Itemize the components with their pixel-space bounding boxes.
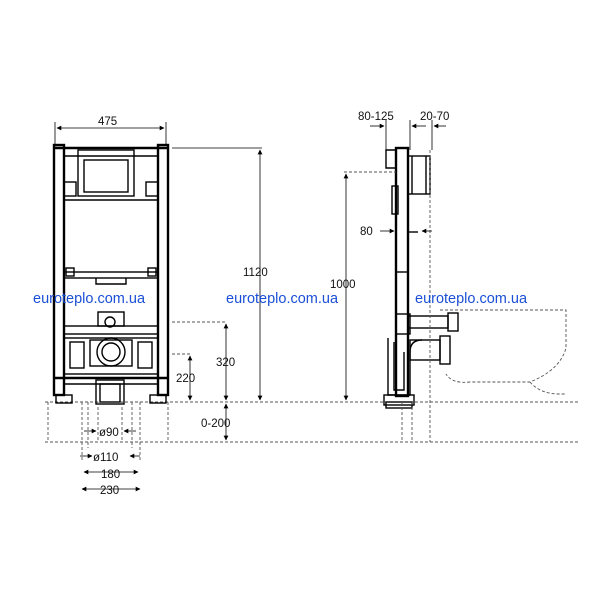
dim-floor-range: 0-200 <box>201 418 230 430</box>
side-view-frame <box>370 120 459 409</box>
dim-width-180: 180 <box>101 469 120 481</box>
dim-width-total: 475 <box>98 116 117 128</box>
watermark-right: euroteplo.com.ua <box>415 291 528 307</box>
dim-offset-220: 220 <box>176 373 195 385</box>
dim-height-total: 1120 <box>243 267 268 279</box>
watermark-center: euroteplo.com.ua <box>226 291 339 307</box>
side-dimensions <box>343 173 432 401</box>
dim-height-1000: 1000 <box>330 279 356 291</box>
floor-lines <box>45 401 580 443</box>
front-dashed-outline <box>81 321 226 460</box>
dim-depth-80-125: 80-125 <box>358 111 394 123</box>
front-view-frame <box>52 122 170 405</box>
dim-offset-320: 320 <box>216 357 235 369</box>
dim-width-230: 230 <box>100 485 119 497</box>
dim-diameter-90: ø90 <box>99 427 119 439</box>
dim-depth-80: 80 <box>360 226 373 238</box>
side-dashed-outline <box>344 150 567 442</box>
dim-diameter-110: ø110 <box>93 452 118 464</box>
watermark-left: euroteplo.com.ua <box>33 291 146 307</box>
front-bottom-dimensions <box>80 428 141 492</box>
vertical-dimensions <box>172 147 263 441</box>
dim-depth-20-70: 20-70 <box>420 111 449 123</box>
